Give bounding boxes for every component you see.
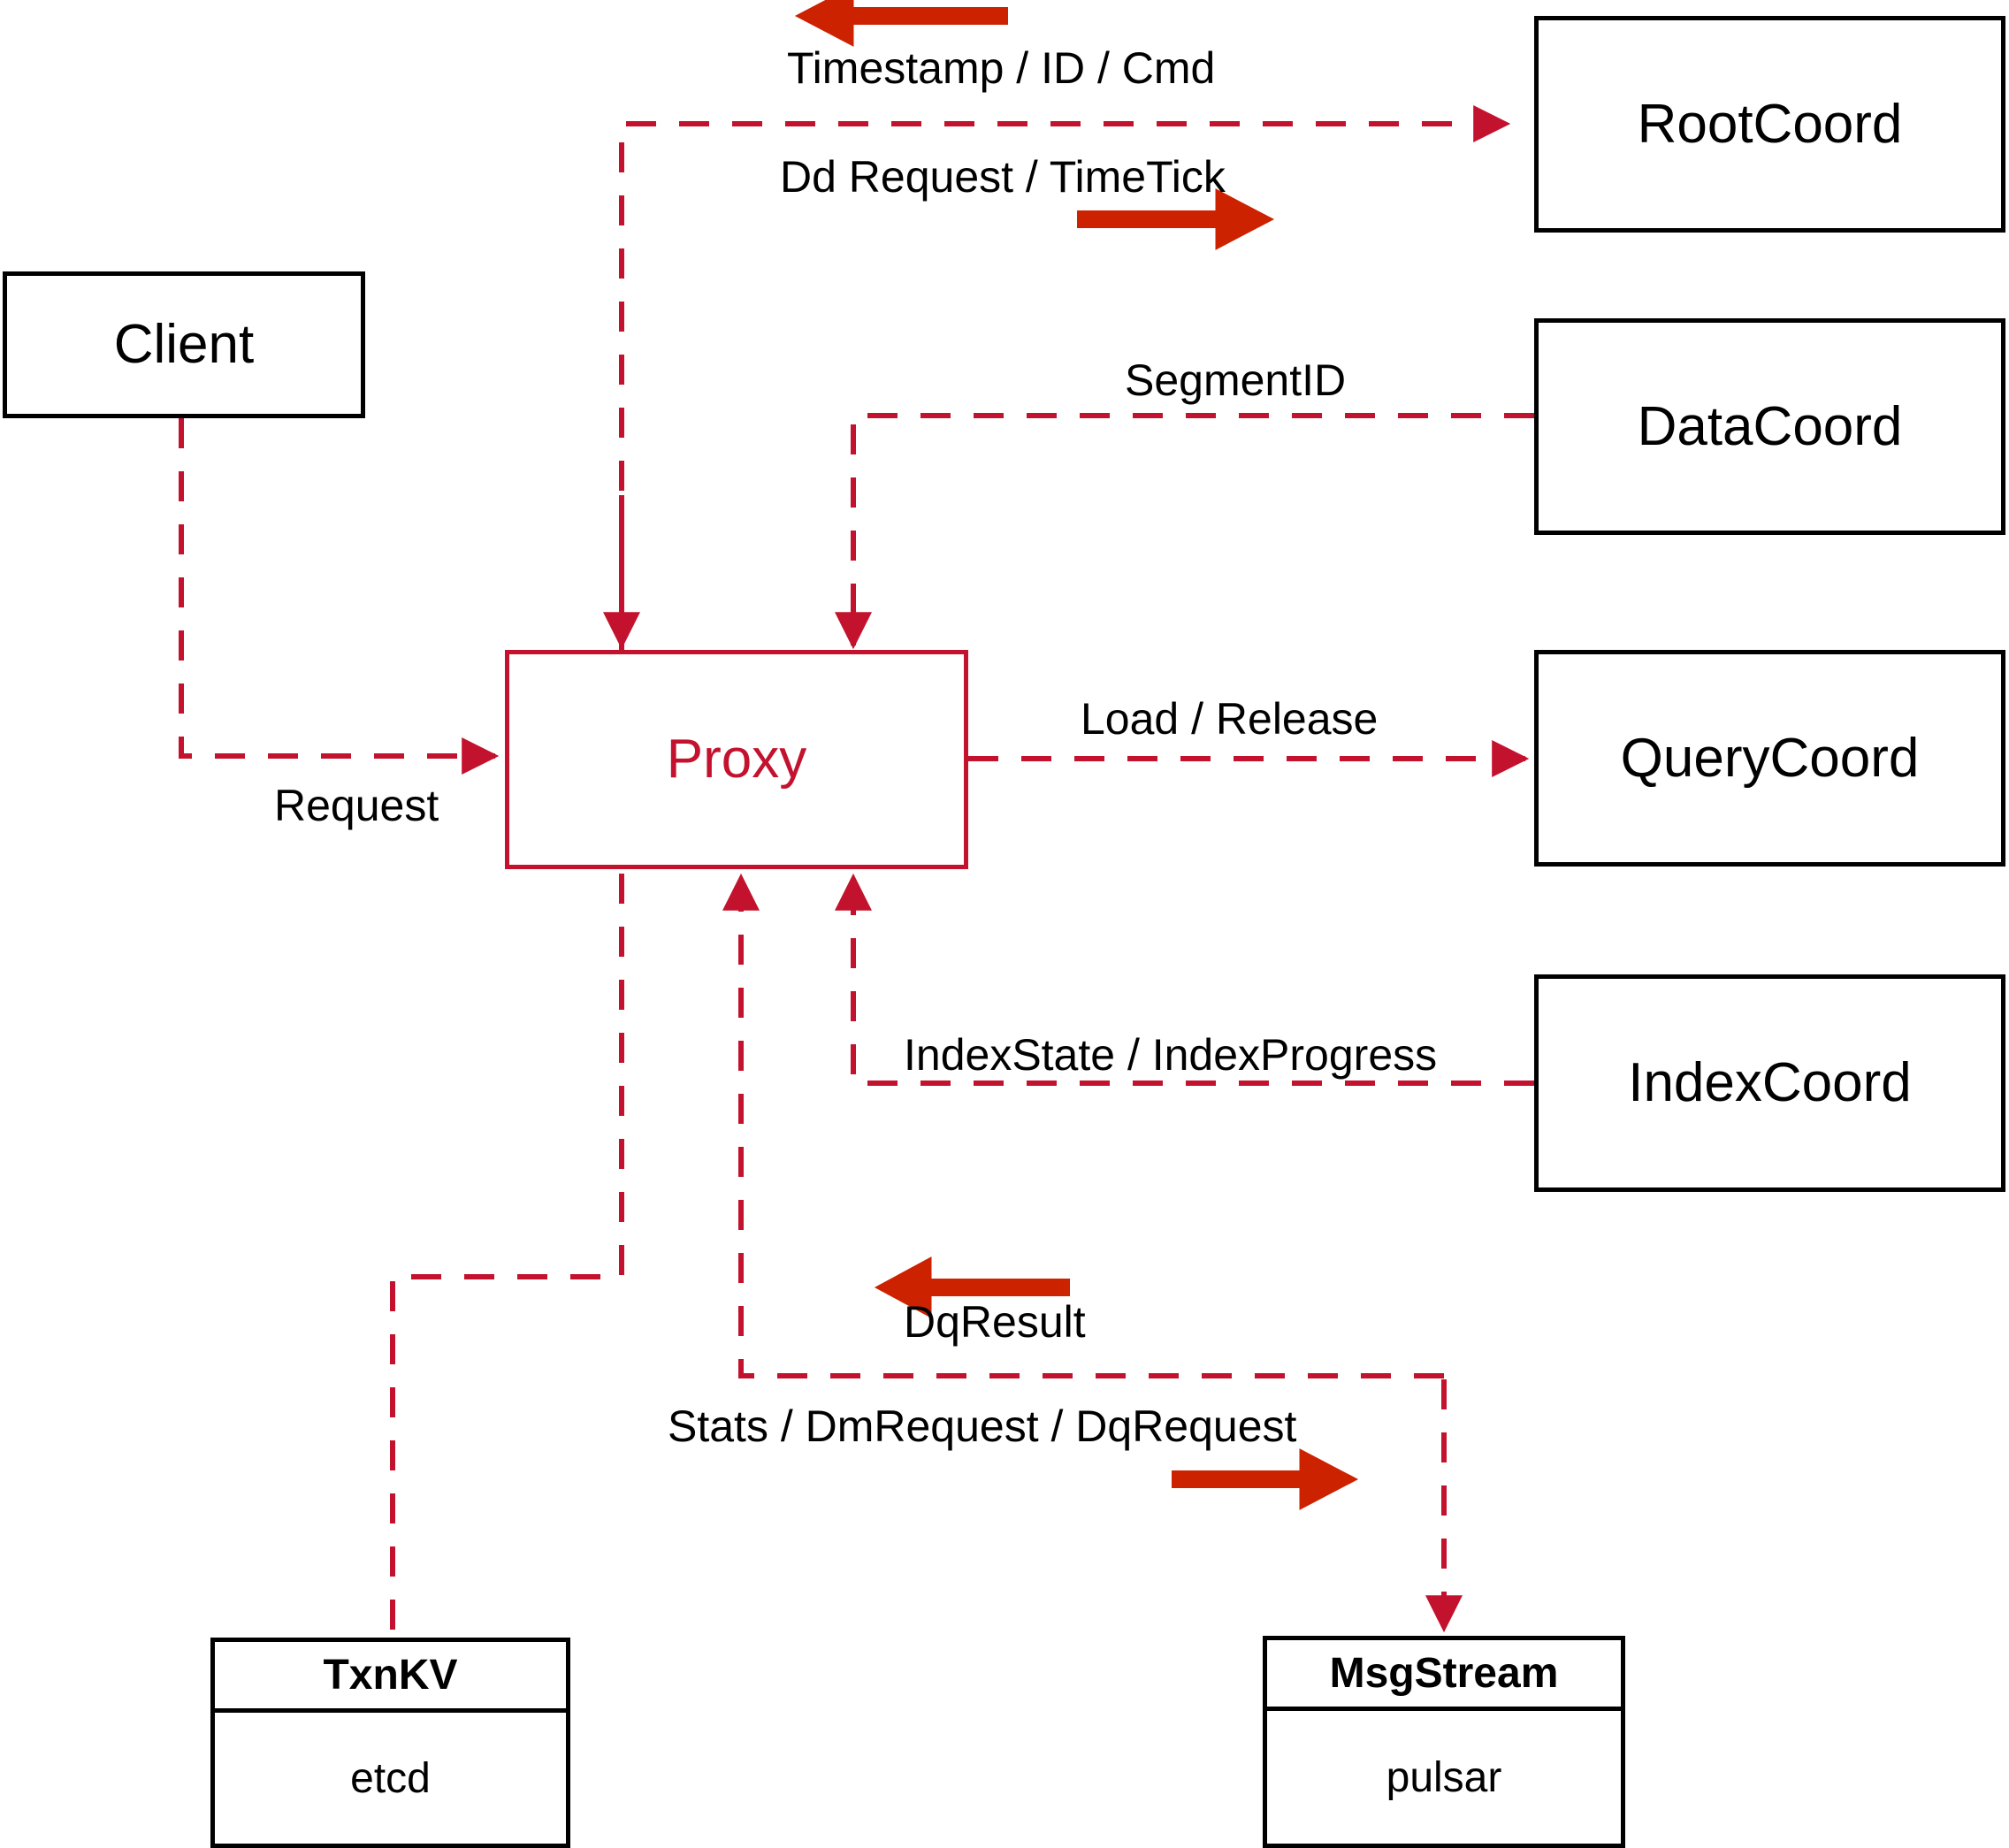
node-msgstream-header: MsgStream bbox=[1267, 1640, 1621, 1711]
edge-label-index-state-progress: IndexState / IndexProgress bbox=[904, 1030, 1438, 1080]
node-txnkv-title: TxnKV bbox=[323, 1652, 458, 1699]
edge-indexcoord-to-proxy bbox=[835, 873, 1534, 1086]
edge-proxy-to-txnkv bbox=[390, 874, 624, 1634]
node-datacoord[interactable]: DataCoord bbox=[1534, 318, 2005, 535]
node-msgstream-body: pulsar bbox=[1267, 1711, 1621, 1844]
edge-client-to-proxy bbox=[179, 418, 500, 775]
edge-label-stats-dm-dq-request: Stats / DmRequest / DqRequest bbox=[668, 1401, 1297, 1451]
node-indexcoord-label: IndexCoord bbox=[1628, 1052, 1912, 1113]
node-client-label: Client bbox=[113, 314, 255, 375]
edge-label-load-release: Load / Release bbox=[1081, 694, 1379, 744]
node-txnkv[interactable]: TxnKV etcd bbox=[210, 1638, 570, 1848]
legend-arrow-stats-request-right bbox=[1172, 1448, 1359, 1510]
node-msgstream-title: MsgStream bbox=[1329, 1650, 1559, 1697]
node-rootcoord-label: RootCoord bbox=[1637, 93, 1903, 155]
node-querycoord[interactable]: QueryCoord bbox=[1534, 650, 2005, 867]
legend-arrows bbox=[794, 0, 1359, 1510]
node-client[interactable]: Client bbox=[3, 271, 365, 418]
node-msgstream-impl: pulsar bbox=[1386, 1753, 1502, 1801]
legend-arrow-dq-result-left bbox=[874, 1256, 1070, 1318]
node-datacoord-label: DataCoord bbox=[1637, 395, 1903, 457]
node-msgstream[interactable]: MsgStream pulsar bbox=[1263, 1636, 1625, 1848]
edge-msgstream-to-proxy bbox=[722, 873, 1444, 1378]
legend-arrow-timestamp-left bbox=[794, 0, 1008, 47]
node-txnkv-header: TxnKV bbox=[215, 1642, 566, 1713]
edge-label-dd-request-timetick: Dd Request / TimeTick bbox=[780, 152, 1226, 202]
node-querycoord-label: QueryCoord bbox=[1620, 727, 1920, 789]
edge-proxy-to-rootcoord bbox=[619, 105, 1511, 650]
node-proxy-label: Proxy bbox=[666, 729, 807, 790]
edge-label-segment-id: SegmentID bbox=[1125, 355, 1347, 405]
edge-label-dq-result: DqResult bbox=[904, 1297, 1086, 1347]
edge-datacoord-to-proxy bbox=[835, 413, 1534, 650]
node-txnkv-impl: etcd bbox=[350, 1754, 431, 1802]
node-rootcoord[interactable]: RootCoord bbox=[1534, 16, 2005, 233]
edge-label-request: Request bbox=[274, 781, 439, 830]
node-indexcoord[interactable]: IndexCoord bbox=[1534, 974, 2005, 1192]
node-proxy[interactable]: Proxy bbox=[505, 650, 968, 869]
node-txnkv-body: etcd bbox=[215, 1713, 566, 1844]
edge-label-timestamp-id-cmd: Timestamp / ID / Cmd bbox=[787, 43, 1216, 93]
legend-arrow-dd-request-right bbox=[1077, 188, 1275, 250]
